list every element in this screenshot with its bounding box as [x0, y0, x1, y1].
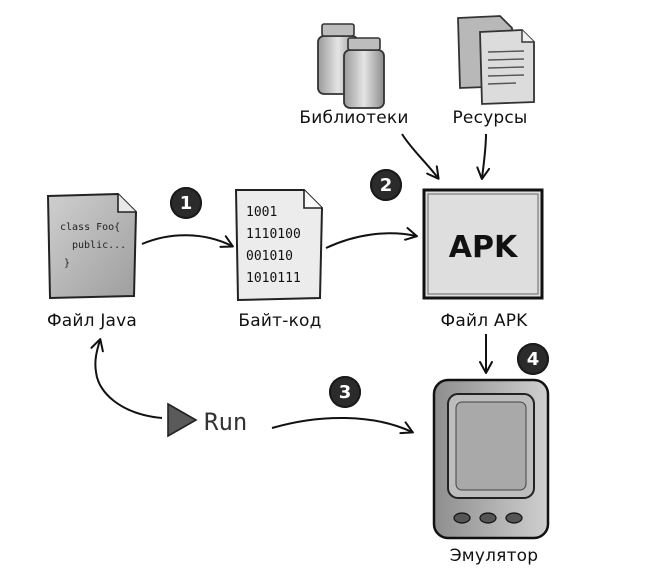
bytecode-line-3: 001010	[246, 249, 293, 264]
libraries-label: Библиотеки	[299, 108, 409, 128]
run-label[interactable]: Run	[204, 408, 248, 436]
java-file-label: Файл Java	[46, 311, 138, 331]
step-badge-1: 1	[170, 187, 202, 219]
arrow-run-to-emulator	[271, 416, 414, 435]
bytecode-line-2: 1110100	[246, 227, 301, 242]
resources-label: Ресурсы	[452, 108, 528, 128]
arrow-java-to-bytecode	[141, 234, 234, 248]
arrow-resources-to-apk	[476, 133, 491, 180]
apk-file-label: Файл APK	[440, 311, 528, 331]
resources-documents-icon	[457, 15, 535, 105]
emulator-device-icon	[432, 378, 550, 540]
libraries-jars-icon	[317, 23, 385, 109]
java-code-line-3: }	[64, 258, 70, 269]
arrow-run-to-java-file	[90, 338, 163, 419]
apk-package-icon: APK	[422, 188, 544, 300]
bytecode-line-4: 1010111	[246, 271, 301, 286]
bytecode-file-icon: 1001 1110100 001010 1010111	[234, 189, 324, 302]
java-code-line-2: public...	[72, 240, 126, 251]
arrow-bytecode-to-apk	[325, 227, 418, 249]
step-badge-4: 4	[517, 343, 549, 375]
bytecode-line-1: 1001	[246, 205, 277, 220]
step-badge-3: 3	[329, 376, 361, 408]
apk-box-label: APK	[449, 230, 519, 265]
java-code-line-1: class Foo{	[60, 222, 120, 233]
java-file-icon: class Foo{ public... }	[46, 192, 138, 300]
bytecode-label: Байт-код	[238, 311, 322, 331]
emulator-label: Эмулятор	[449, 546, 539, 566]
run-play-icon[interactable]	[167, 402, 198, 438]
step-badge-2: 2	[370, 169, 402, 201]
arrow-libraries-to-apk	[401, 133, 440, 180]
